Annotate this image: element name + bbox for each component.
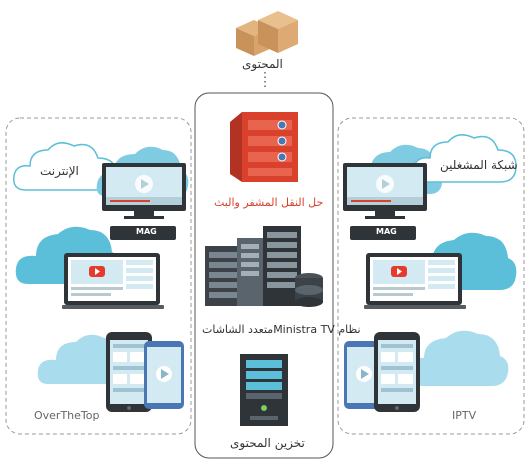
content-storage-label: تخزين المحتوى: [230, 436, 305, 450]
smartphone-icon: [374, 332, 420, 412]
storage-server-icon: [240, 354, 288, 426]
ott-label: OverTheTop: [34, 409, 100, 422]
internet-label: الإنترنت: [40, 164, 79, 178]
stb-brand-label: MAG: [376, 227, 397, 236]
content-label: المحتوى: [242, 57, 283, 71]
laptop-icon: [364, 253, 466, 309]
stb-brand-label: MAG: [136, 227, 157, 236]
set-top-box: MAG: [350, 226, 416, 240]
encrypted-delivery-label: حل النقل المشفر والبث: [214, 196, 324, 209]
tv-monitor-icon: [343, 163, 427, 219]
ministra-servers-icon: [205, 226, 323, 307]
laptop-icon: [62, 253, 164, 309]
set-top-box: MAG: [110, 226, 176, 240]
ministra-system-label: متعدد الشاشاتMinistra TV نظام: [202, 323, 361, 336]
tablet-icon: [144, 341, 184, 409]
tv-monitor-icon: [102, 163, 186, 219]
operator-network-label: شبكة المشغلين: [440, 158, 518, 172]
encrypted-server-icon: [230, 112, 298, 182]
iptv-label: IPTV: [452, 409, 477, 422]
boxes-icon: [230, 6, 300, 58]
smartphone-icon: [106, 332, 152, 412]
cloud-icon: [403, 330, 509, 386]
